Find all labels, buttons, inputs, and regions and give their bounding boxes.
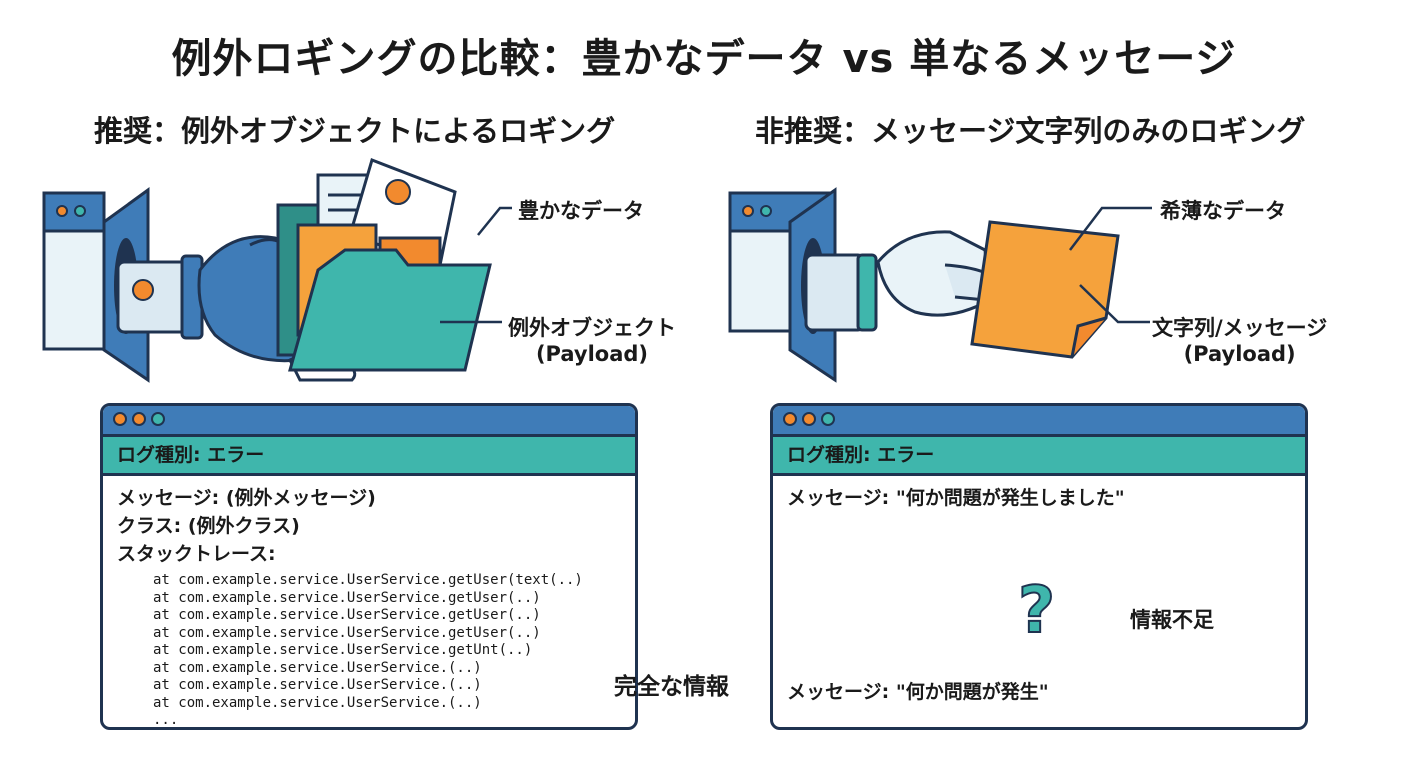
callout-exception-object: 例外オブジェクト (Payload) <box>508 312 676 366</box>
stack-trace: at com.example.service.UserService.getUs… <box>153 572 621 728</box>
stack-trace-line: at com.example.service.UserService.getUn… <box>153 642 533 658</box>
stack-trace-line: at com.example.service.UserService.(..) <box>153 677 482 693</box>
stack-trace-line: at com.example.service.UserService.(..) <box>153 694 482 711</box>
stack-trace-line: at com.example.service.UserService.(..) <box>153 659 482 676</box>
log-message: メッセージ: (例外メッセージ) <box>117 487 376 509</box>
window-titlebar <box>773 406 1305 437</box>
page-title: 例外ロギングの比較：豊かなデータ vs 単なるメッセージ <box>171 36 1237 82</box>
recommended-log-window: ログ種別: エラー メッセージ: (例外メッセージ) クラス: (例外クラス) … <box>100 403 638 730</box>
log-message: メッセージ: "何か問題が発生しました" <box>787 487 1125 509</box>
right-paper-illustration <box>970 220 1120 359</box>
recommended-subtitle: 推奨：例外オブジェクトによるロギング <box>94 114 616 148</box>
log-type-label: ログ種別: エラー <box>103 437 635 476</box>
callout-lack-of-info: 情報不足 <box>1130 608 1214 632</box>
log-type-label: ログ種別: エラー <box>773 437 1305 476</box>
window-dot-icon <box>783 412 797 426</box>
callout-string-message-line1: 文字列/メッセージ <box>1152 316 1328 340</box>
window-dot-icon <box>132 412 146 426</box>
window-titlebar <box>103 406 635 437</box>
window-dot-icon <box>821 412 835 426</box>
window-dot-icon <box>802 412 816 426</box>
window-dot-icon <box>151 412 165 426</box>
right-robot-arm-illustration <box>804 230 1005 332</box>
stack-trace-line: at com.example.service.UserService.getUs… <box>153 607 541 623</box>
not-recommended-log-window: ログ種別: エラー メッセージ: "何か問題が発生しました" メッセージ: "何… <box>770 403 1308 730</box>
callout-string-message: 文字列/メッセージ (Payload) <box>1152 312 1327 366</box>
log-class: クラス: (例外クラス) <box>117 515 300 537</box>
left-folder-illustration <box>276 158 492 372</box>
callout-complete-info: 完全な情報 <box>614 674 729 700</box>
window-dot-icon <box>113 412 127 426</box>
log-message-truncated: メッセージ: "何か問題が発生" <box>787 681 1049 703</box>
stack-trace-line: at com.example.service.UserService.getUs… <box>153 572 583 588</box>
stack-trace-line: at com.example.service.UserService.getUs… <box>153 624 541 641</box>
stack-trace-ellipsis: ... <box>153 712 179 728</box>
callout-exception-object-line2: (Payload) <box>535 342 649 366</box>
callout-exception-object-line1: 例外オブジェクト <box>508 316 676 340</box>
callout-rich-data: 豊かなデータ <box>518 199 644 223</box>
log-stack-label: スタックトレース: <box>117 543 276 565</box>
stack-trace-line: at com.example.service.UserService.getUs… <box>153 589 541 606</box>
callout-thin-data: 希薄なデータ <box>1160 199 1286 223</box>
question-mark-icon: ? <box>1017 573 1056 649</box>
not-recommended-subtitle: 非推奨：メッセージ文字列のみのロギング <box>755 114 1306 148</box>
left-monitor-illustration <box>42 187 150 383</box>
callout-string-message-line2: (Payload) <box>1183 342 1296 366</box>
